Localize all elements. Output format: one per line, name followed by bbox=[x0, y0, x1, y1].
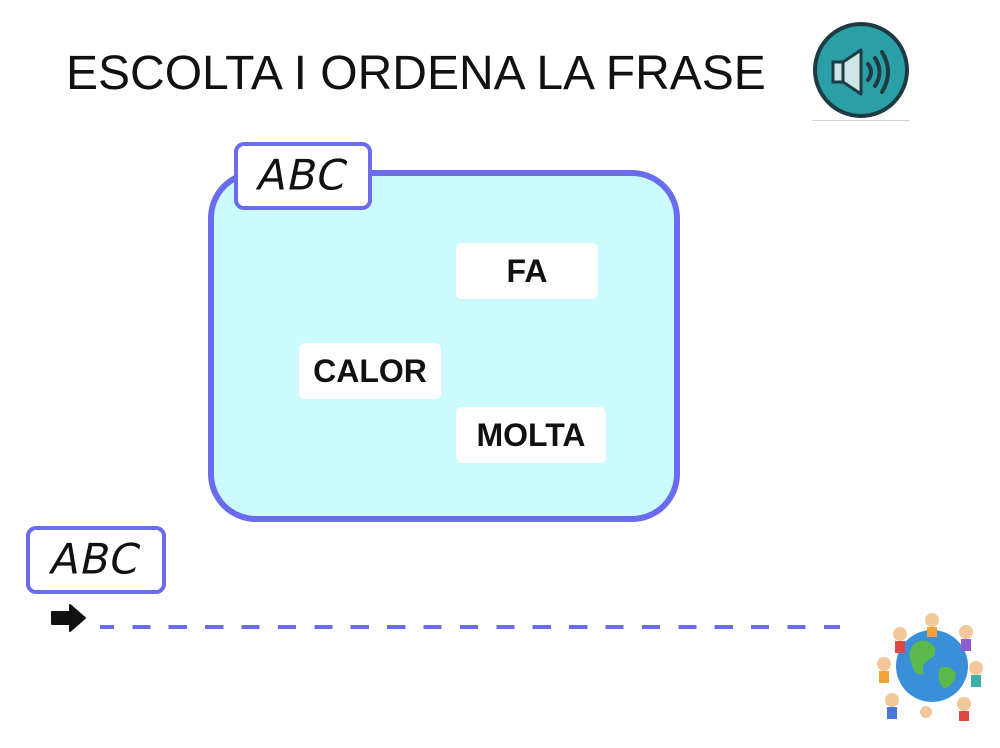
font-toggle-button-bottom[interactable]: ABC bbox=[26, 526, 166, 594]
answer-drop-line[interactable] bbox=[100, 625, 840, 629]
word-chip-molta[interactable]: MOLTA bbox=[456, 407, 606, 463]
font-toggle-button-top[interactable]: ABC bbox=[234, 142, 372, 210]
font-toggle-label: ABC bbox=[253, 150, 353, 200]
speaker-icon bbox=[831, 48, 890, 96]
page-title: ESCOLTA I ORDENA LA FRASE bbox=[66, 47, 766, 100]
word-bank-area[interactable] bbox=[208, 170, 680, 522]
globe-children-icon bbox=[877, 613, 983, 721]
font-toggle-label: ABC bbox=[46, 534, 146, 584]
word-chip-fa[interactable]: FA bbox=[456, 243, 598, 299]
right-arrow-icon bbox=[51, 604, 86, 632]
divider bbox=[812, 120, 910, 121]
audio-play-button[interactable] bbox=[813, 22, 909, 118]
word-chip-calor[interactable]: CALOR bbox=[299, 343, 441, 399]
